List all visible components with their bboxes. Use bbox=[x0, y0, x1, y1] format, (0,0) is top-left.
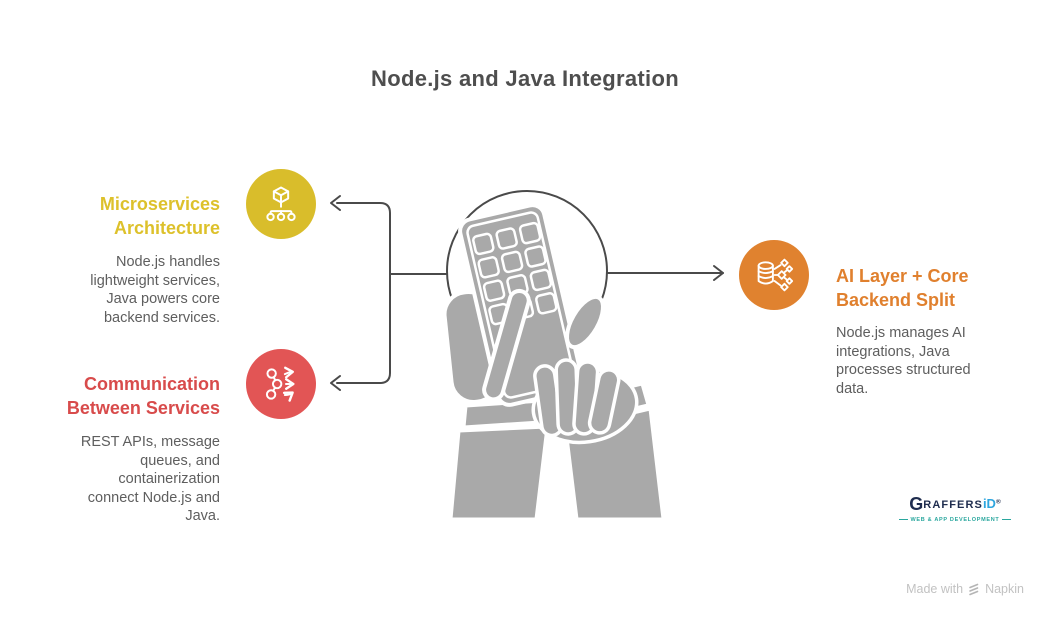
node-heading-communication: Communication Between Services bbox=[66, 374, 220, 418]
share-arrows-icon bbox=[265, 366, 295, 402]
graffersid-logo: GRAFFERSiD® WEB & APP DEVELOPMENT bbox=[894, 494, 1016, 523]
database-network-icon bbox=[757, 258, 794, 292]
watermark-prefix: Made with bbox=[906, 582, 964, 596]
logo-letters-id: iD bbox=[982, 496, 996, 511]
tagline-rule-right bbox=[1002, 519, 1012, 521]
logo-tagline: WEB & APP DEVELOPMENT bbox=[894, 517, 1016, 523]
napkin-watermark: Made with Napkin bbox=[906, 582, 1024, 596]
node-heading-ai-layer: AI Layer + Core Backend Split bbox=[836, 266, 969, 310]
napkin-icon bbox=[969, 583, 979, 595]
page-title: Node.js and Java Integration bbox=[371, 66, 679, 91]
microservices-icon-badge bbox=[246, 169, 316, 239]
left-connector-arrows bbox=[330, 195, 448, 391]
logo-letter-g: G bbox=[909, 494, 924, 514]
cube-hierarchy-icon bbox=[266, 186, 296, 222]
node-description-ai-layer: Node.js manages AI integrations, Java pr… bbox=[836, 325, 971, 397]
right-thumb bbox=[565, 294, 605, 350]
node-ai-layer: AI Layer + Core Backend Split Node.js ma… bbox=[836, 264, 1014, 398]
node-communication: Communication Between Services REST APIs… bbox=[20, 372, 220, 526]
watermark-brand: Napkin bbox=[985, 582, 1024, 596]
right-finger-4 bbox=[587, 368, 621, 435]
registered-trademark-symbol: ® bbox=[995, 498, 1001, 506]
left-forearm bbox=[449, 425, 549, 521]
logo-letters-raffers: RAFFERS bbox=[923, 499, 983, 511]
node-microservices: Microservices Architecture Node.js handl… bbox=[40, 192, 220, 327]
ai-layer-icon-badge bbox=[739, 240, 809, 310]
tagline-rule-left bbox=[898, 519, 908, 521]
right-index-finger bbox=[482, 288, 531, 402]
tagline-text: WEB & APP DEVELOPMENT bbox=[910, 516, 1000, 523]
node-description-communication: REST APIs, message queues, and container… bbox=[80, 434, 220, 524]
node-description-microservices: Node.js handles lightweight services, Ja… bbox=[90, 254, 220, 326]
graffersid-wordmark: GRAFFERSiD® bbox=[894, 494, 1016, 515]
right-connector-arrow bbox=[607, 265, 724, 281]
hands-holding-phone-illustration bbox=[442, 203, 665, 521]
communication-icon-badge bbox=[246, 349, 316, 419]
node-heading-microservices: Microservices Architecture bbox=[99, 194, 220, 238]
